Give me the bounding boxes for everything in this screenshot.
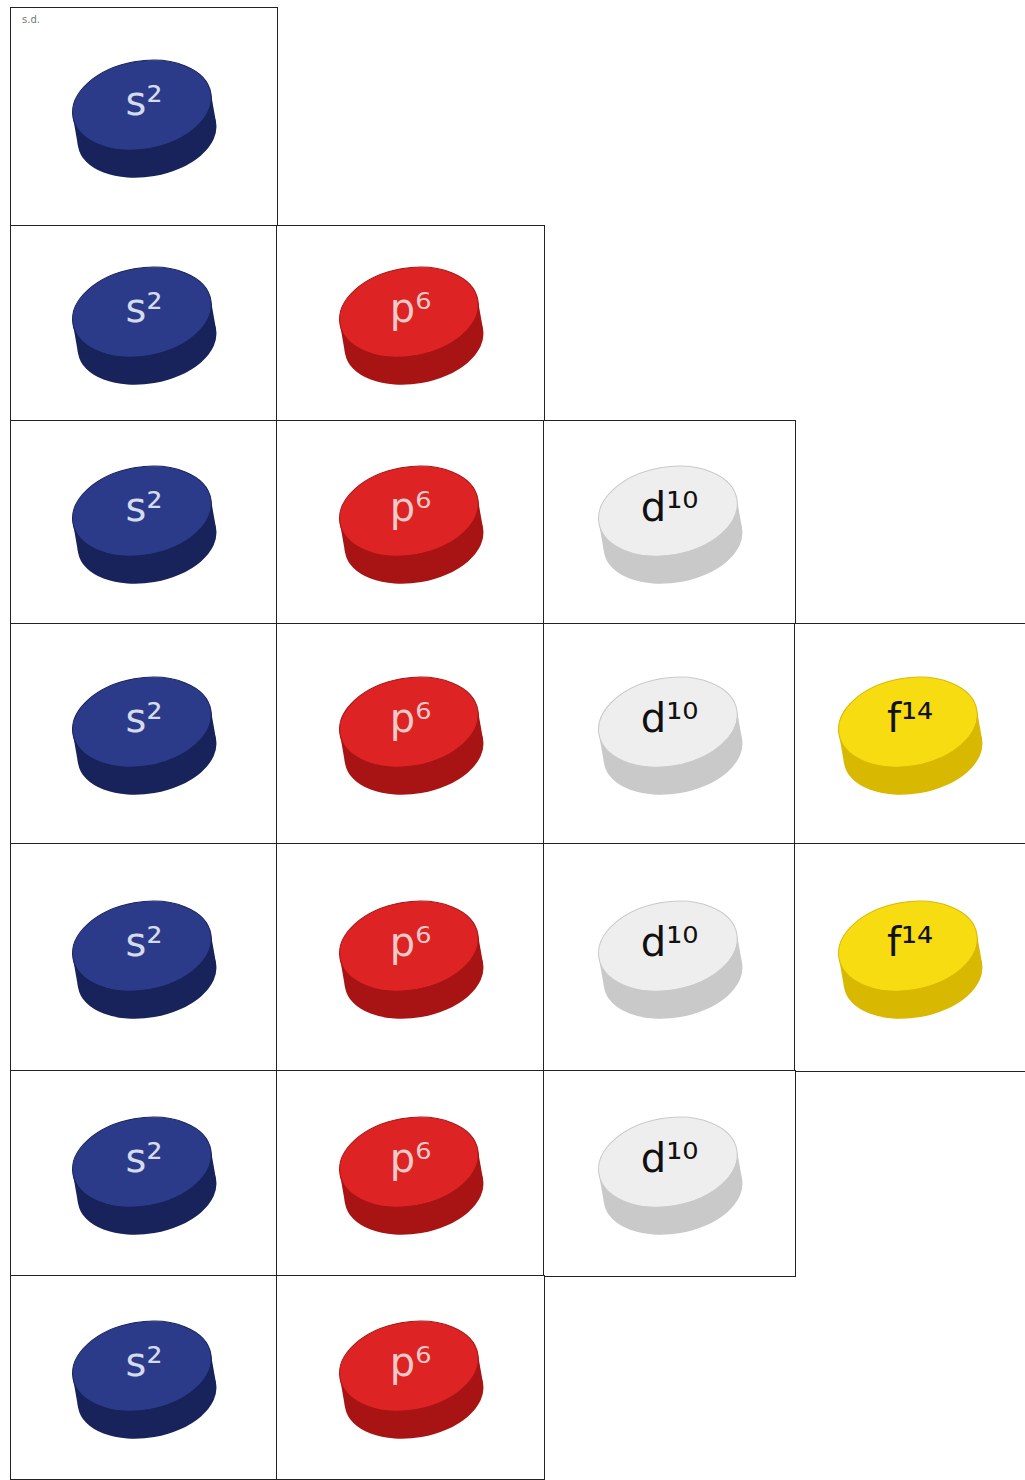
p-cap: p⁶ (326, 254, 496, 394)
orbital-label: f¹⁴ (825, 914, 995, 970)
orbital-label: s² (59, 914, 229, 970)
s-cap: s² (59, 47, 229, 187)
orbital-label: s² (59, 73, 229, 129)
p-cap: p⁶ (326, 888, 496, 1028)
f-cap: f¹⁴ (825, 664, 995, 804)
orbital-cell: p⁶ (276, 1070, 545, 1277)
corner-note: s.d. (22, 14, 40, 25)
orbital-cell: p⁶ (276, 225, 545, 422)
orbital-label: s² (59, 479, 229, 535)
orbital-label: p⁶ (326, 690, 496, 746)
d-cap: d¹⁰ (585, 664, 755, 804)
orbital-cell: p⁶ (276, 1275, 545, 1480)
orbital-cell: f¹⁴ (794, 623, 1025, 845)
d-cap: d¹⁰ (585, 453, 755, 593)
s-cap: s² (59, 254, 229, 394)
orbital-cell: d¹⁰ (543, 623, 796, 845)
orbital-cell: p⁶ (276, 843, 545, 1072)
s-cap: s² (59, 1308, 229, 1448)
orbital-cell: s² (10, 225, 278, 422)
orbital-cell: s² (10, 7, 278, 227)
orbital-label: s² (59, 280, 229, 336)
d-cap: d¹⁰ (585, 888, 755, 1028)
p-cap: p⁶ (326, 664, 496, 804)
orbital-cell: d¹⁰ (543, 1070, 796, 1277)
orbital-cell: p⁶ (276, 420, 545, 625)
orbital-cell: s² (10, 420, 278, 625)
orbital-cell: s² (10, 1275, 278, 1480)
orbital-label: f¹⁴ (825, 690, 995, 746)
orbital-label: p⁶ (326, 914, 496, 970)
f-cap: f¹⁴ (825, 888, 995, 1028)
orbital-label: d¹⁰ (585, 1130, 755, 1186)
orbital-label: s² (59, 690, 229, 746)
s-cap: s² (59, 664, 229, 804)
s-cap: s² (59, 888, 229, 1028)
orbital-cell: s² (10, 1070, 278, 1277)
orbital-label: p⁶ (326, 1130, 496, 1186)
p-cap: p⁶ (326, 453, 496, 593)
orbital-label: s² (59, 1334, 229, 1390)
orbital-label: d¹⁰ (585, 479, 755, 535)
orbital-label: p⁶ (326, 280, 496, 336)
orbital-cell: p⁶ (276, 623, 545, 845)
orbital-cell: f¹⁴ (794, 843, 1025, 1072)
s-cap: s² (59, 1104, 229, 1244)
orbital-cell: d¹⁰ (543, 843, 796, 1072)
p-cap: p⁶ (326, 1104, 496, 1244)
orbital-label: p⁶ (326, 479, 496, 535)
orbital-label: s² (59, 1130, 229, 1186)
orbital-label: d¹⁰ (585, 914, 755, 970)
orbital-label: p⁶ (326, 1334, 496, 1390)
s-cap: s² (59, 453, 229, 593)
orbital-cell: s² (10, 843, 278, 1072)
p-cap: p⁶ (326, 1308, 496, 1448)
orbital-label: d¹⁰ (585, 690, 755, 746)
orbital-cell: s² (10, 623, 278, 845)
d-cap: d¹⁰ (585, 1104, 755, 1244)
orbital-cell: d¹⁰ (543, 420, 796, 625)
